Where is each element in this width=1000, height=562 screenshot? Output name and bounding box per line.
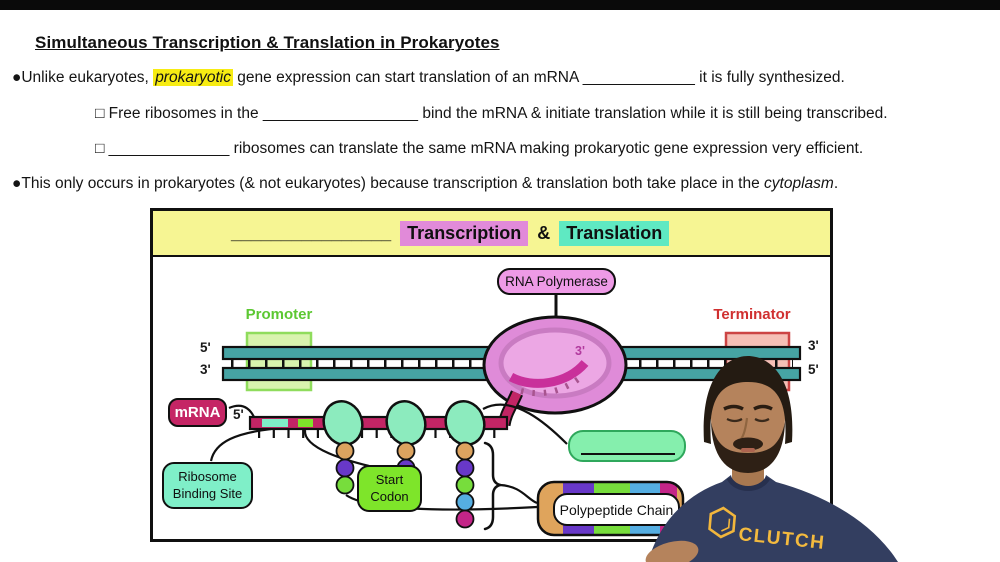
diagram-title-blank: ________________ — [231, 222, 392, 243]
dna-end-3-left: 3' — [200, 362, 211, 377]
person-face — [711, 374, 785, 462]
promoter-label: Promoter — [245, 306, 313, 323]
ampersand-label: & — [537, 222, 551, 243]
ribosome-binding-site-label: Ribosome Binding Site — [162, 462, 253, 509]
person-lips — [741, 448, 755, 452]
nascent-mrna-3-end: 3' — [575, 344, 585, 358]
blank-line — [581, 453, 675, 455]
mrna-strand — [248, 415, 509, 431]
chain-brace — [483, 441, 505, 531]
start-line1: Start — [375, 472, 404, 488]
fill-in-blank-label — [568, 430, 686, 462]
translation-label: Translation — [559, 220, 670, 246]
mrna-5-end: 5' — [233, 407, 244, 422]
person-hand — [645, 540, 699, 562]
rbs-line1: Ribosome — [178, 469, 237, 485]
ribosome-2 — [385, 400, 427, 446]
start-codon-segment — [298, 419, 313, 427]
instructor-person: CLUTCH — [645, 356, 898, 562]
bullet-2-pre: ●This only occurs in prokaryotes (& not … — [12, 175, 765, 192]
bullet-2-post: . — [833, 175, 839, 192]
ribosome-3 — [444, 400, 486, 446]
person-eye-left — [726, 418, 743, 423]
bullet-1-post: gene expression can start translation of… — [233, 69, 845, 86]
bullet-2-italic: cytoplasm — [764, 175, 834, 192]
clutch-logo — [708, 506, 737, 539]
bullet-1-pre: ●Unlike eukaryotes, — [12, 69, 154, 86]
bullet-1: ●Unlike eukaryotes, prokaryotic gene exp… — [12, 69, 845, 87]
hexagon-inner-lines — [721, 518, 731, 532]
diagram-graphics — [209, 295, 802, 537]
person-eyebrow-left — [723, 404, 744, 411]
person-shirt — [648, 475, 898, 562]
bullet-1-highlight: prokaryotic — [153, 69, 233, 86]
nascent-mrna-ticks — [520, 374, 583, 397]
person-beard — [711, 422, 785, 473]
mrna-label: mRNA — [168, 398, 227, 427]
dna-end-5-right: 5' — [808, 362, 819, 377]
person-eye-right — [754, 418, 770, 423]
nascent-mrna-in-bubble — [508, 359, 589, 388]
terminator-label: Terminator — [713, 306, 791, 323]
bullet-2: ●This only occurs in prokaryotes (& not … — [12, 175, 838, 193]
person-eyebrow-right — [753, 404, 773, 411]
mrna-label-connector — [228, 404, 255, 418]
person-collar — [726, 476, 771, 491]
start-line2: Codon — [370, 488, 409, 504]
start-codon-label: Start Codon — [357, 465, 422, 512]
dna-end-5-left: 5' — [200, 340, 211, 355]
sub-bullet-1: □ Free ribosomes in the ________________… — [95, 105, 888, 122]
transcription-bubble — [498, 327, 612, 399]
rbs-label-connector — [209, 427, 272, 462]
transcription-translation-diagram: ________________ Transcription & Transla… — [150, 208, 833, 542]
dna-end-3-right: 3' — [808, 338, 819, 353]
blank-label-connector — [482, 403, 568, 445]
ribosome-binding-site-segment — [262, 419, 288, 427]
rna-polymerase-label: RNA Polymerase — [497, 268, 616, 295]
diagram-header: ________________ Transcription & Transla… — [153, 211, 830, 257]
person-mustache — [733, 437, 763, 451]
brace-to-polypeptide-connector — [499, 483, 538, 505]
sub-bullet-2: □ ______________ ribosomes can translate… — [95, 140, 864, 157]
rbs-line2: Binding Site — [172, 485, 243, 501]
page-title: Simultaneous Transcription & Translation… — [35, 33, 500, 52]
hexagon-logo-icon — [708, 506, 737, 539]
top-black-bar — [0, 0, 1000, 10]
polypeptide-chain-label: Polypeptide Chain — [553, 493, 680, 526]
start-codon-connector — [303, 429, 370, 468]
person-hair — [703, 356, 793, 444]
ribosome-1 — [322, 400, 364, 446]
transcription-label: Transcription — [400, 220, 529, 246]
